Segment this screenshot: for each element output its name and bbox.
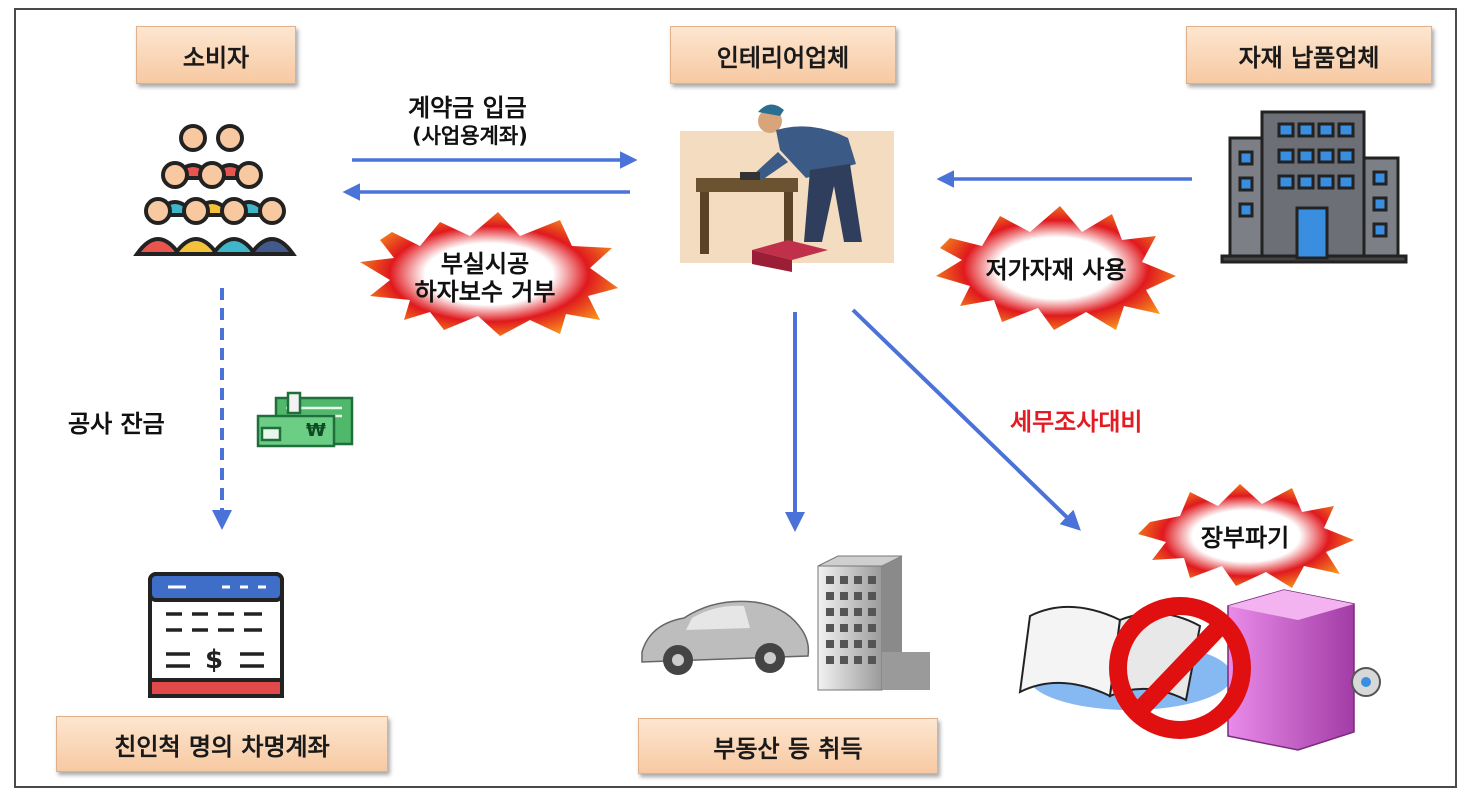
burst-faulty-line1: 부실시공 [440,250,530,278]
arrow-interior-to-destroy [851,308,1081,531]
node-acquisition-label: 부동산 등 취득 [713,734,863,763]
car-and-apartment-icon [641,555,930,691]
won-banknote-icon [256,391,354,448]
dollar-symbol-icon: $ [205,645,224,675]
diagram-frame [14,8,1457,788]
node-consumer: 소비자 [136,26,296,84]
node-supplier-label: 자재 납품업체 [1238,43,1380,72]
office-building-icon [1220,110,1408,264]
burst-faulty-text: 부실시공 하자보수 거부 [356,250,614,306]
node-borrowed-account: 친인척 명의 차명계좌 [56,716,388,772]
destroy-records-icon [1018,589,1381,751]
edge-deposit-line2: (사업용계좌) [412,124,528,148]
node-acquisition: 부동산 등 취득 [638,718,938,774]
edge-balance: 공사 잔금 [68,410,165,438]
burst-cheap-line: 저가자재 사용 [985,256,1127,284]
burst-cheap-text: 저가자재 사용 [936,256,1176,284]
burst-faulty-construction [360,212,618,336]
node-supplier: 자재 납품업체 [1186,26,1432,84]
burst-destroy-line: 장부파기 [1200,524,1290,552]
won-symbol-icon: ₩ [306,420,326,441]
account-ledger-icon [148,572,284,698]
burst-faulty-line2: 하자보수 거부 [414,278,556,306]
node-consumer-label: 소비자 [182,43,250,72]
node-interior-label: 인테리어업체 [716,43,850,72]
node-borrowed-account-label: 친인척 명의 차명계좌 [114,732,330,761]
people-group-icon [133,124,297,256]
burst-destroy-text: 장부파기 [1140,524,1350,552]
node-interior: 인테리어업체 [670,26,896,84]
burst-cheap-materials [936,206,1176,330]
edge-deposit-line1: 계약금 입금 [408,94,527,122]
edge-tax-audit: 세무조사대비 [1010,408,1143,436]
carpenter-worker-icon [680,104,894,272]
burst-destroy-books [1138,484,1354,588]
